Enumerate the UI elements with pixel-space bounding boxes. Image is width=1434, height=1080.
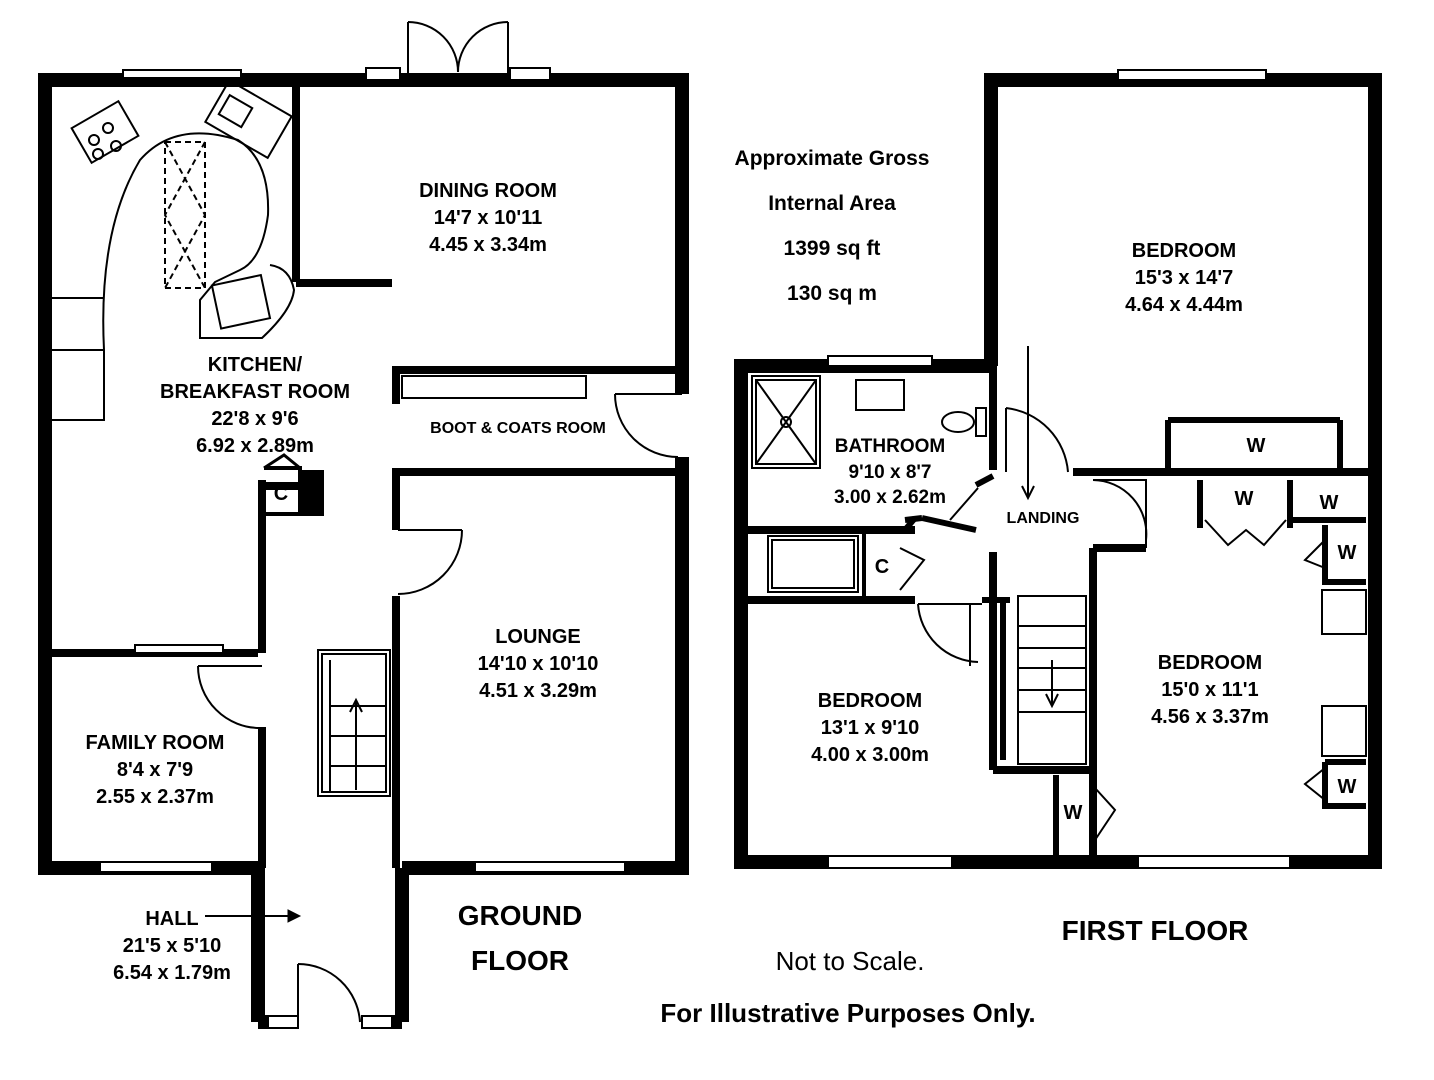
ground-staircase [317,649,391,797]
family-room-imperial: 8'4 x 7'9 [116,759,194,781]
ground-doors [197,21,682,1023]
ground-floor-title: GROUND FLOOR [420,894,620,984]
landing-label: LANDING [993,508,1093,530]
area-line-1: Approximate Gross [734,147,930,170]
lounge-label: LOUNGE 14'10 x 10'10 4.51 x 3.29m [428,624,648,705]
bedroom-3-label: BEDROOM 13'1 x 9'10 4.00 x 3.00m [770,688,970,769]
family-room-name: FAMILY ROOM [85,732,225,754]
first-windows [827,69,1291,869]
wardrobe-label-1: W [1246,435,1266,457]
hall-name: HALL [145,908,199,930]
first-staircase [1017,595,1087,765]
hall-metric: 6.54 x 1.79m [113,962,231,984]
bedroom-1-label: BEDROOM 15'3 x 14'7 4.64 x 4.44m [1074,238,1294,319]
bedroom-3-metric: 4.00 x 3.00m [811,744,929,766]
wardrobe-label-4: W [1337,542,1357,564]
area-line-2: Internal Area [768,192,896,216]
ground-floor-title-2: FLOOR [471,944,569,976]
kitchen-cupboard-label: C [273,483,289,505]
kitchen-fittings [45,78,587,421]
bedroom-2-imperial: 15'0 x 11'1 [1161,679,1259,701]
hall-label: HALL 21'5 x 5'10 6.54 x 1.79m [90,906,254,987]
dining-room-label: DINING ROOM 14'7 x 10'11 4.45 x 3.34m [378,178,598,259]
lounge-imperial: 14'10 x 10'10 [477,653,599,675]
wardrobe-label-6: W [1063,802,1083,824]
family-room-label: FAMILY ROOM 8'4 x 7'9 2.55 x 2.37m [55,730,255,811]
illustrative-note: For Illustrative Purposes Only. [600,996,1096,1031]
wardrobe-label-2: W [1234,488,1254,510]
kitchen-label: KITCHEN/ BREAKFAST ROOM 22'8 x 9'6 6.92 … [130,352,380,460]
wardrobe-label-3: W [1319,492,1339,514]
bathroom-label: BATHROOM 9'10 x 8'7 3.00 x 2.62m [790,434,990,511]
kitchen-metric: 6.92 x 2.89m [196,435,314,457]
bedroom-2-label: BEDROOM 15'0 x 11'1 4.56 x 3.37m [1110,650,1310,731]
kitchen-name-1: KITCHEN/ [207,354,303,376]
boot-room-name: BOOT & COATS ROOM [430,420,606,437]
bathroom-cupboard-label: C [874,556,890,578]
bathroom-metric: 3.00 x 2.62m [834,487,946,509]
bedroom-1-imperial: 15'3 x 14'7 [1134,267,1234,289]
bedroom-2-metric: 4.56 x 3.37m [1151,706,1269,728]
area-info: Approximate Gross Internal Area 1399 sq … [700,136,964,317]
scale-note-text: Not to Scale. [775,946,925,976]
bedroom-3-imperial: 13'1 x 9'10 [820,717,920,739]
dining-room-imperial: 14'7 x 10'11 [433,207,543,229]
family-room-metric: 2.55 x 2.37m [96,786,214,808]
bedroom-1-name: BEDROOM [1131,240,1237,262]
area-sqm: 130 sq m [787,282,877,306]
bedroom-1-metric: 4.64 x 4.44m [1125,294,1243,316]
boot-room-label: BOOT & COATS ROOM [408,418,628,440]
kitchen-imperial: 22'8 x 9'6 [211,408,299,430]
first-fittings [751,346,1367,841]
hall-imperial: 21'5 x 5'10 [122,935,222,957]
lounge-name: LOUNGE [495,626,581,648]
dining-room-name: DINING ROOM [419,180,557,202]
bathroom-name: BATHROOM [834,436,946,457]
area-sqft: 1399 sq ft [783,237,881,261]
bedroom-2-name: BEDROOM [1157,652,1263,674]
lounge-metric: 4.51 x 3.29m [479,680,597,702]
scale-note: Not to Scale. [740,944,960,979]
first-floor-title-text: FIRST FLOOR [1061,915,1249,946]
first-floor-title: FIRST FLOOR [1030,912,1280,950]
kitchen-name-2: BREAKFAST ROOM [160,381,350,403]
dining-room-metric: 4.45 x 3.34m [429,234,547,256]
bathroom-imperial: 9'10 x 8'7 [848,461,932,483]
wardrobe-label-5: W [1337,776,1357,798]
illustrative-note-text: For Illustrative Purposes Only. [660,998,1036,1028]
landing-name: LANDING [1006,510,1080,527]
bedroom-3-name: BEDROOM [817,690,923,712]
ground-floor-title-1: GROUND [457,900,583,931]
